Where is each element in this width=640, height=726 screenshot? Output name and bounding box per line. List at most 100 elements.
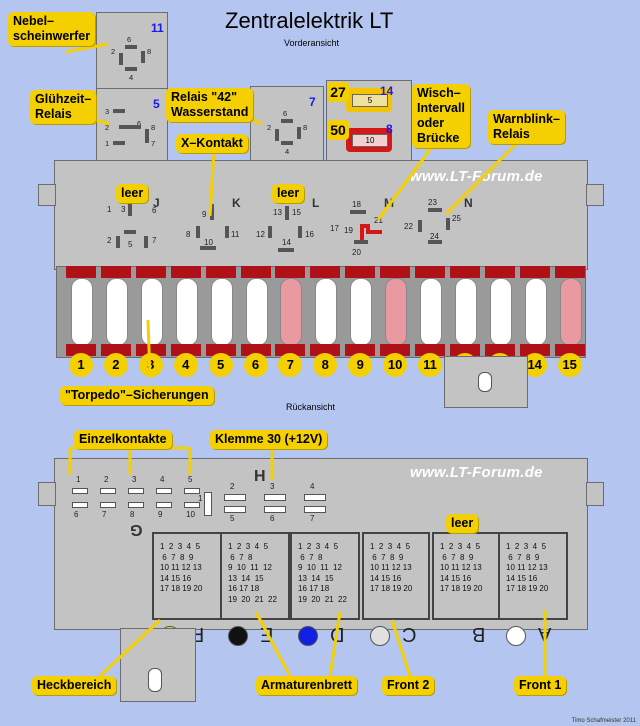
pin-label: 1: [198, 494, 203, 503]
pin: [128, 202, 132, 216]
pin: [210, 204, 214, 220]
fuse-9: [343, 266, 377, 356]
label-warnblink-relais: Warnblink– Relais: [488, 110, 565, 144]
fuse-cap: [310, 266, 341, 278]
pin-label: 8: [147, 47, 152, 56]
pin-label: 11: [231, 230, 240, 239]
relay-id: 11: [151, 21, 164, 35]
fuse-number: 9: [348, 353, 373, 377]
pin: [275, 129, 279, 141]
pin: [100, 502, 116, 508]
label-x-kontakt: X–Kontakt: [176, 134, 248, 153]
mini-fuse-number: 14: [380, 84, 394, 98]
pin: [119, 125, 141, 129]
pin-label: 2: [230, 482, 235, 491]
fuse-number: 15: [557, 353, 582, 377]
connector-a: 1 2 3 4 5 6 7 8 9 10 11 12 13 14 15 16 1…: [498, 532, 568, 620]
pin-label: 6: [74, 510, 79, 519]
fuse-cap: [380, 266, 411, 278]
pin: [428, 208, 442, 212]
pin: [264, 506, 286, 513]
label-heckbereich: Heckbereich: [32, 676, 117, 695]
label-armaturenbrett: Armaturenbrett: [256, 676, 357, 695]
pin-label: 1: [107, 205, 112, 214]
pin-label: 10: [186, 510, 195, 519]
fuse-14: [518, 266, 552, 356]
pin-label: 10: [204, 238, 213, 247]
fuse-number: 2: [103, 353, 128, 377]
connector-pin-grid: 1 2 3 4 5 6 7 8 9 10 11 12 13 14 15 16 1…: [370, 542, 413, 594]
mount-hole: [148, 668, 162, 692]
fuse-1: [64, 266, 98, 356]
label-nebelscheinwerfer: Nebel– scheinwerfer: [8, 12, 96, 46]
pin: [184, 502, 200, 508]
pin: [418, 220, 422, 232]
pin-label: 25: [452, 214, 461, 223]
pin-label: 2: [107, 236, 112, 245]
label-klemme-30: Klemme 30 (+12V): [210, 430, 328, 449]
pin: [72, 488, 88, 494]
connector-b: 1 2 3 4 5 6 7 8 9 10 11 12 13 14 15 16 1…: [432, 532, 500, 620]
pin: [124, 230, 136, 234]
fuse-cap: [100, 344, 131, 356]
pin: [297, 127, 301, 139]
mini-fuse-5: 5: [346, 88, 392, 112]
pin: [145, 129, 149, 143]
back-view-label: Rückansicht: [286, 402, 336, 412]
fuse-number: 6: [243, 353, 268, 377]
pin-label: 20: [352, 248, 361, 257]
connector-pin-grid: 1 2 3 4 5 6 7 8 9 10 11 12 13 14 15 16 1…: [440, 542, 483, 594]
pin-label: 6: [137, 119, 142, 128]
pin-label: 16: [305, 230, 314, 239]
pin-label: 3: [270, 482, 275, 491]
pin: [224, 494, 246, 501]
slot-letter-l: L: [312, 196, 320, 210]
pin-label: 9: [158, 510, 163, 519]
fuse-13: [483, 266, 517, 356]
label-wisch-intervall: Wisch– Intervall oder Brücke: [412, 84, 470, 148]
slot-number: 50: [327, 120, 349, 140]
fuse-number: 11: [418, 353, 442, 377]
watermark-front: www.LT-Forum.de: [410, 168, 543, 185]
connector-e: 1 2 3 4 5 6 7 8 9 10 11 12 13 14 15 16 1…: [220, 532, 290, 620]
page-title: Zentralelektrik LT: [225, 8, 394, 33]
pin: [184, 488, 200, 494]
fuse-number: 8: [313, 353, 338, 377]
fuse-cap: [449, 266, 480, 278]
pin-label: 4: [160, 475, 165, 484]
pin: [72, 502, 88, 508]
pin-label: 3: [132, 475, 137, 484]
pin: [113, 141, 125, 145]
fuse-6: [239, 266, 273, 356]
fuse-cap: [100, 266, 131, 278]
pin: [125, 45, 137, 49]
connector-color-dot: [228, 626, 248, 646]
label-leer-j: leer: [116, 184, 149, 203]
fuse-3: [134, 266, 168, 356]
pin: [278, 248, 294, 252]
pin: [200, 246, 216, 250]
fuse-cap: [484, 344, 515, 356]
fuse-cap: [519, 266, 550, 278]
connector-pin-grid: 1 2 3 4 5 6 7 8 9 10 11 12 13 14 15 16 1…: [228, 542, 277, 604]
credit-text: Timo Schafmeister 2011: [571, 718, 636, 724]
fuse-10: [378, 266, 412, 356]
fuse-cap: [554, 266, 585, 278]
pin: [354, 240, 368, 244]
pin: [264, 494, 286, 501]
fuse-5: [204, 266, 238, 356]
fuse-cap: [345, 344, 376, 356]
pin: [304, 506, 326, 513]
pin-label: 4: [129, 73, 134, 82]
connector-color-dot: [370, 626, 390, 646]
pin-label: 6: [152, 206, 157, 215]
pin-label: 1: [105, 139, 110, 148]
pin-label: 22: [404, 222, 413, 231]
relay-id: 5: [153, 97, 160, 111]
fuse-number: 5: [208, 353, 233, 377]
h-contact-1: [204, 492, 212, 516]
connector-color-dot: [506, 626, 526, 646]
connector-color-dot: [298, 626, 318, 646]
pin-label: 4: [310, 482, 315, 491]
pin-label: 3: [121, 205, 126, 214]
